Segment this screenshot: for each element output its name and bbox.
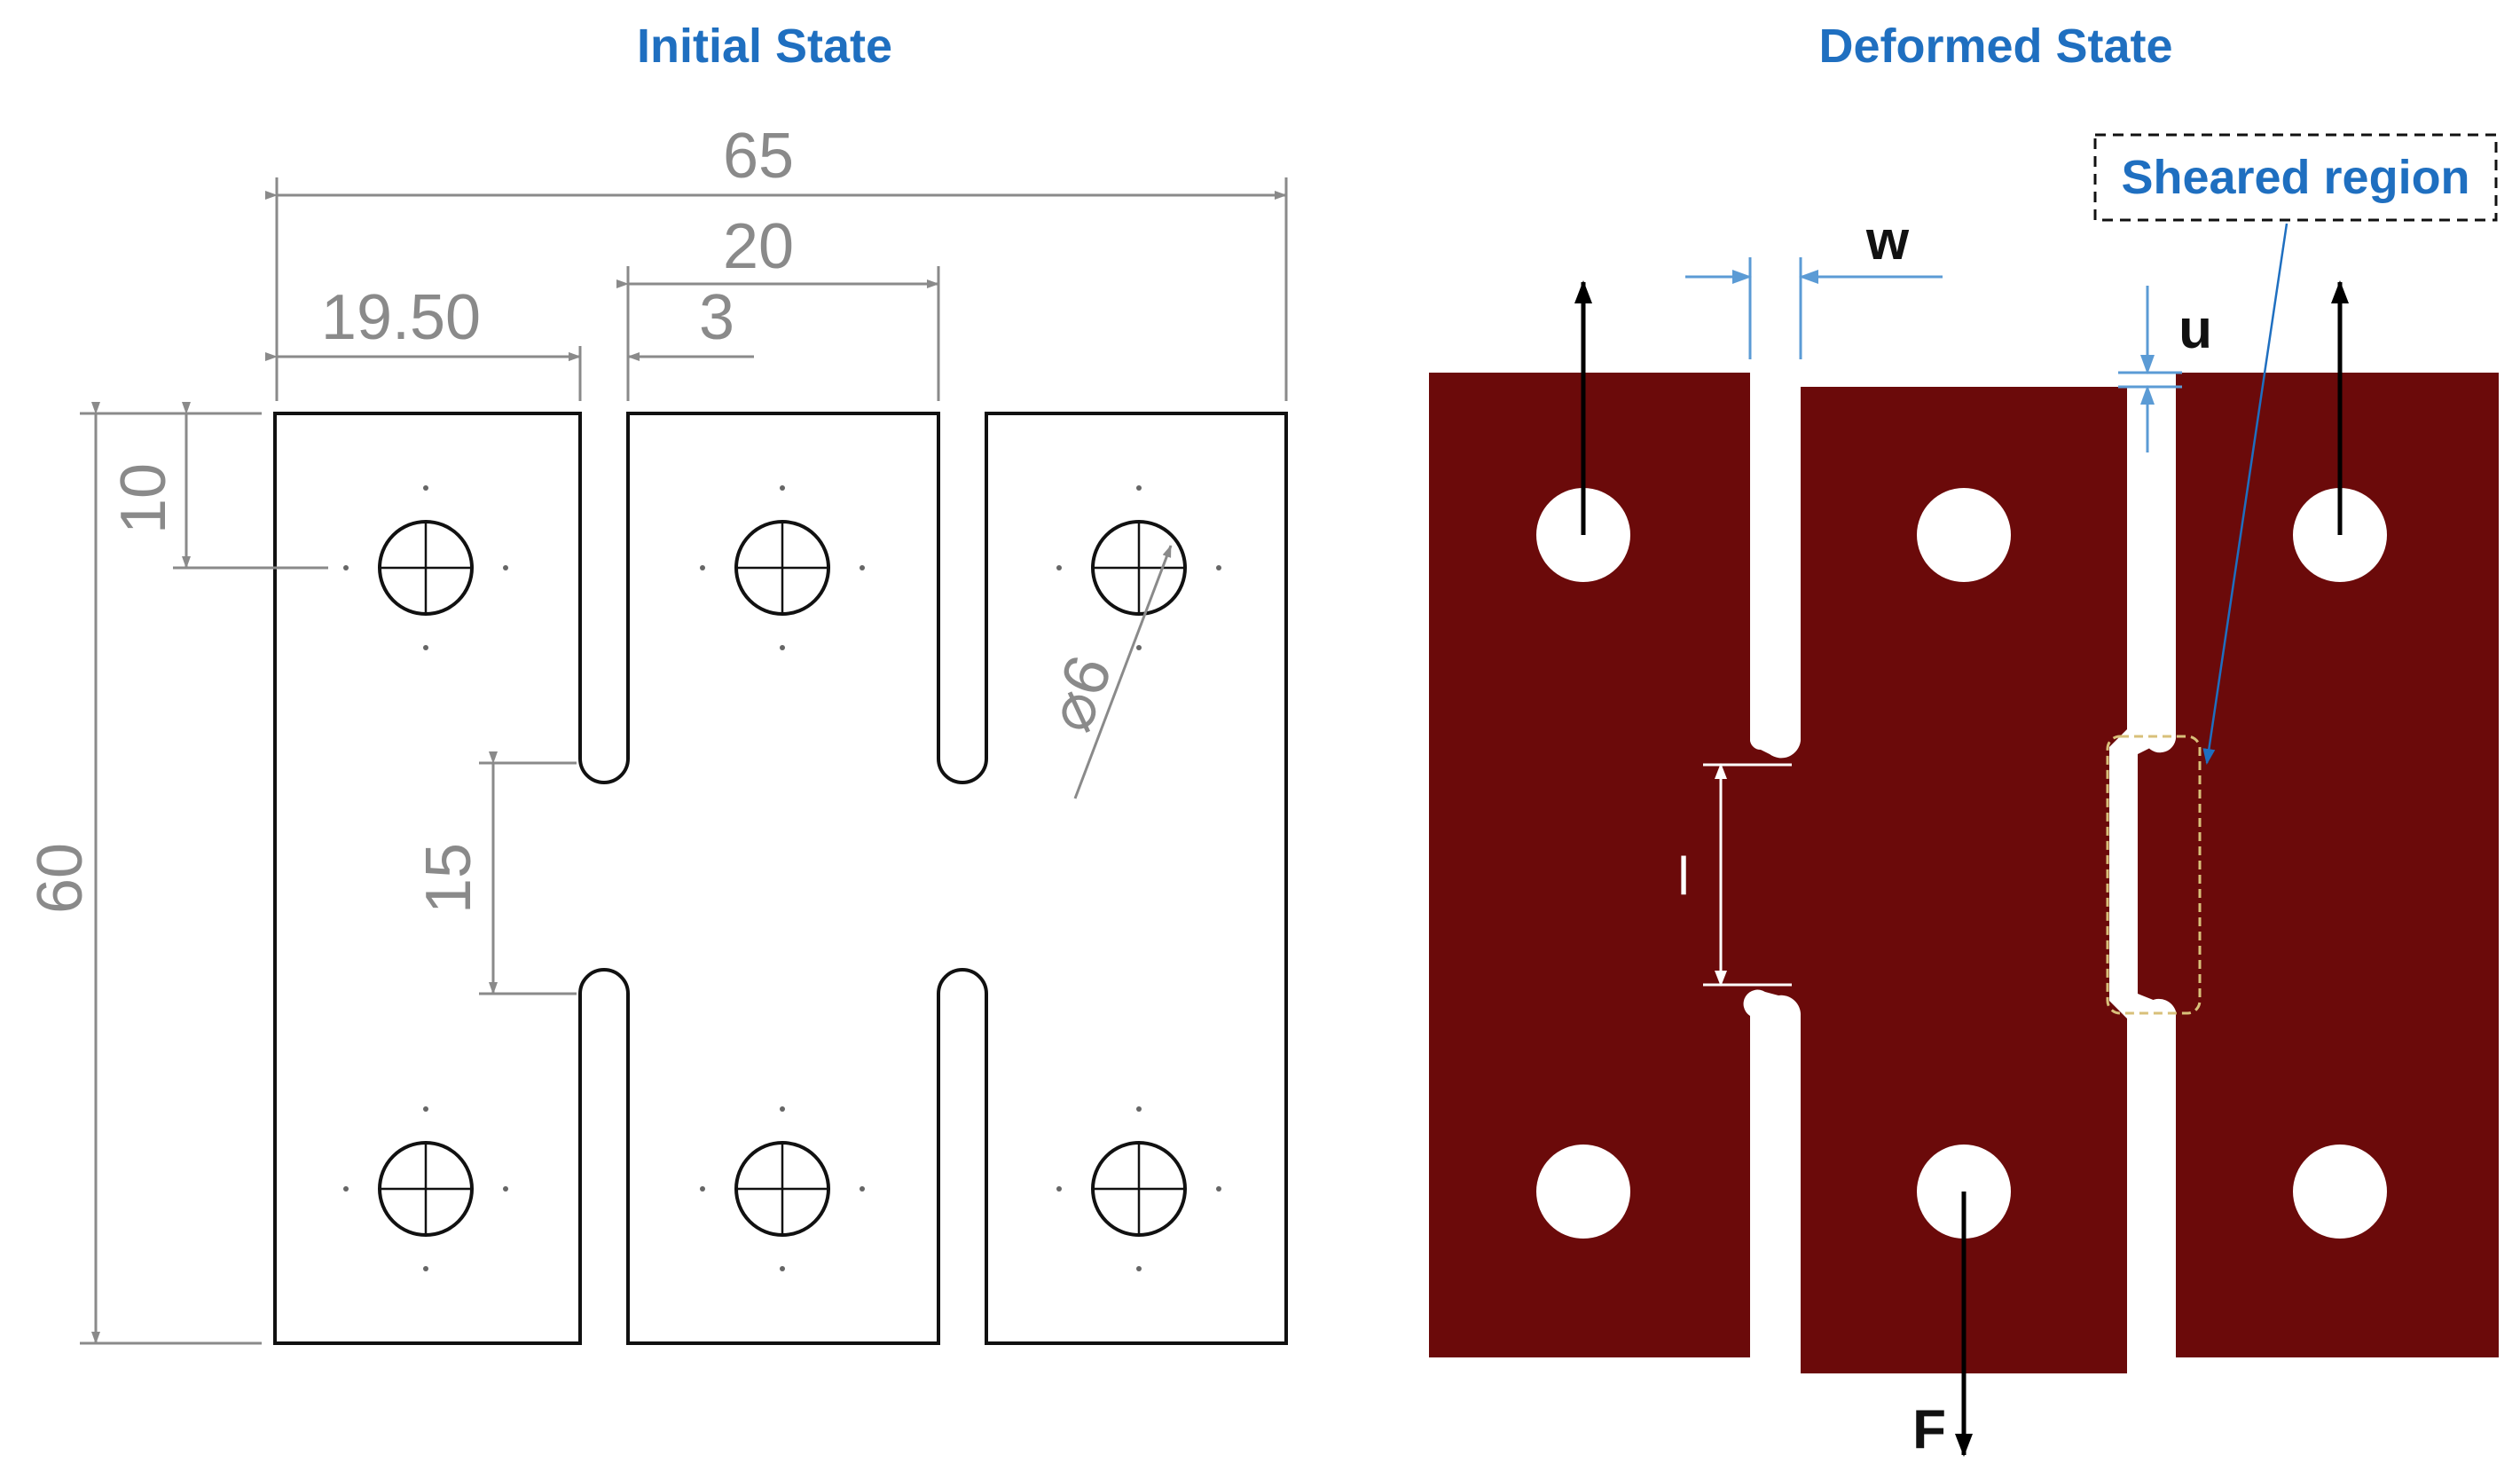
deformed-hole xyxy=(1536,1145,1630,1239)
center-marks xyxy=(343,485,1221,1271)
deformed-left-plate xyxy=(1429,373,1801,1357)
dim-height: 60 xyxy=(25,843,96,914)
initial-hole xyxy=(378,1141,474,1237)
initial-left-plate xyxy=(273,412,1288,1345)
symbol-w: w xyxy=(1865,210,1910,271)
u-dimension xyxy=(2118,286,2182,452)
deformed-left-slot xyxy=(1750,373,1801,759)
initial-hole xyxy=(1091,520,1187,616)
dim-hole-diameter: ⌀6 xyxy=(1034,647,1127,741)
symbol-l: l xyxy=(1677,846,1689,906)
deformed-right-slot-bottom xyxy=(2127,998,2176,1373)
w-dimension xyxy=(1685,257,1943,359)
deformed-right-slot xyxy=(2127,373,2177,753)
initial-hole xyxy=(1091,1141,1187,1237)
force-arrows xyxy=(1574,280,2349,1457)
sheared-region-box xyxy=(2106,735,2202,1015)
dim-hole-offset: 10 xyxy=(108,463,179,534)
dimension-lines xyxy=(80,177,1288,1345)
symbol-F: F xyxy=(1912,1399,1946,1460)
dim-ligament: 15 xyxy=(413,843,484,914)
deformed-left-slot-bottom xyxy=(1743,989,1802,1373)
sheared-region-label: Sheared region xyxy=(2121,151,2469,204)
sheared-region-label-box xyxy=(2093,133,2498,222)
initial-hole xyxy=(378,520,474,616)
dim-inner-width: 20 xyxy=(723,211,794,282)
deformed-state-title: Deformed State xyxy=(1818,20,2172,73)
sheared-region-leader xyxy=(2202,223,2288,765)
initial-holes xyxy=(378,520,1187,1237)
l-dimension xyxy=(1703,763,1792,987)
initial-hole xyxy=(734,1141,830,1237)
deformed-hole xyxy=(1917,488,2011,582)
deformed-hole xyxy=(2293,1145,2387,1239)
dim-left-width: 19.50 xyxy=(321,282,481,353)
initial-specimen xyxy=(273,412,1288,1345)
symbol-u: u xyxy=(2179,299,2212,360)
deformed-middle-plate xyxy=(1765,387,2127,1373)
dim-total-width: 65 xyxy=(723,121,794,192)
deformed-specimen xyxy=(1429,373,2499,1373)
initial-hole xyxy=(734,520,830,616)
dim-slot-width: 3 xyxy=(699,282,734,353)
dimension-labels: 65 20 19.50 3 60 10 15 ⌀6 xyxy=(25,121,1126,914)
initial-state-title: Initial State xyxy=(637,20,892,73)
